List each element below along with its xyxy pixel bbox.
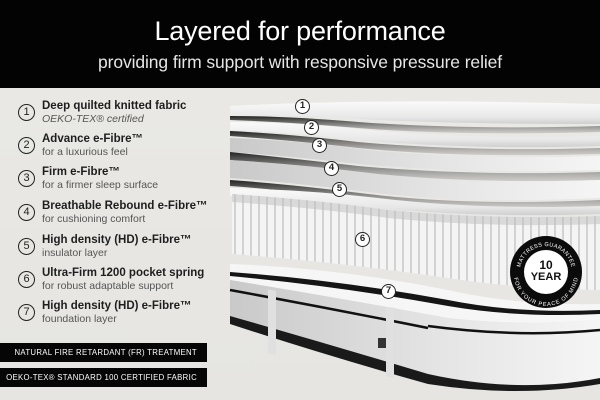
number-circle-icon: 5 — [18, 238, 35, 255]
legend-subtitle: for a luxurious feel — [42, 146, 128, 158]
legend-item-2: 2 Advance e-Fibre™ for a luxurious feel — [16, 133, 226, 165]
guarantee-unit: YEAR — [530, 271, 562, 283]
number-circle-icon: 2 — [18, 137, 35, 154]
legend-title: Ultra-Firm 1200 pocket spring — [42, 267, 205, 279]
legend-item-1: 1 Deep quilted knitted fabric OEKO-TEX® … — [16, 100, 226, 132]
number-circle-icon: 3 — [18, 170, 35, 187]
legend-title: Breathable Rebound e-Fibre™ — [42, 200, 208, 212]
handle-strap — [268, 289, 276, 355]
legend-item-5: 5 High density (HD) e-Fibre™ insulator l… — [16, 234, 226, 266]
layer-2-advance-efibre — [230, 122, 600, 148]
callout-3: 3 — [312, 138, 327, 153]
callout-6: 6 — [355, 232, 370, 247]
legend-item-6: 6 Ultra-Firm 1200 pocket spring for robu… — [16, 267, 226, 299]
header-banner: Layered for performance providing firm s… — [0, 0, 600, 88]
layer-4-breathable-rebound — [230, 160, 600, 200]
guarantee-badge: MATTRESS GUARANTEE FOR YOUR PEACE OF MIN… — [510, 236, 582, 308]
legend-item-3: 3 Firm e-Fibre™ for a firmer sleep surfa… — [16, 166, 226, 198]
layer-7-hd-foundation — [230, 264, 600, 323]
layer-5-hd-insulator — [230, 188, 600, 216]
mattress-layers-illustration — [229, 101, 600, 391]
legend-subtitle: foundation layer — [42, 313, 117, 325]
number-circle-icon: 7 — [18, 304, 35, 321]
callout-1: 1 — [295, 99, 310, 114]
legend-title: Firm e-Fibre™ — [42, 166, 120, 178]
legend-title: Deep quilted knitted fabric — [42, 100, 187, 112]
legend-subtitle: insulator layer — [42, 247, 108, 259]
page-title: Layered for performance — [154, 16, 446, 46]
fr-treatment-badge: NATURAL FIRE RETARDANT (FR) TREATMENT — [0, 343, 207, 362]
oeko-tex-badge: OEKO-TEX® STANDARD 100 CERTIFIED FABRIC — [0, 368, 207, 387]
callout-5: 5 — [332, 182, 347, 197]
legend-subtitle: OEKO-TEX® certified — [42, 113, 144, 125]
legend-subtitle: for cushioning comfort — [42, 213, 146, 225]
handle-strap — [386, 307, 394, 378]
callout-2: 2 — [304, 120, 319, 135]
legend-title: High density (HD) e-Fibre™ — [42, 234, 192, 246]
legend-subtitle: for a firmer sleep surface — [42, 179, 159, 191]
legend-title: Advance e-Fibre™ — [42, 133, 143, 145]
legend-item-4: 4 Breathable Rebound e-Fibre™ for cushio… — [16, 200, 226, 232]
legend-title: High density (HD) e-Fibre™ — [42, 300, 192, 312]
layer-1-quilted-fabric — [230, 101, 600, 124]
callout-7: 7 — [381, 284, 396, 299]
mattress-base-border — [230, 316, 600, 391]
number-circle-icon: 6 — [18, 271, 35, 288]
legend-subtitle: for robust adaptable support — [42, 280, 174, 292]
callout-4: 4 — [324, 161, 339, 176]
guarantee-years: 10 — [539, 258, 553, 272]
number-circle-icon: 4 — [18, 204, 35, 221]
guarantee-center: 10 YEAR — [524, 250, 568, 294]
page-subtitle: providing firm support with responsive p… — [97, 52, 503, 72]
legend-item-7: 7 High density (HD) e-Fibre™ foundation … — [16, 300, 226, 332]
number-circle-icon: 1 — [18, 104, 35, 121]
